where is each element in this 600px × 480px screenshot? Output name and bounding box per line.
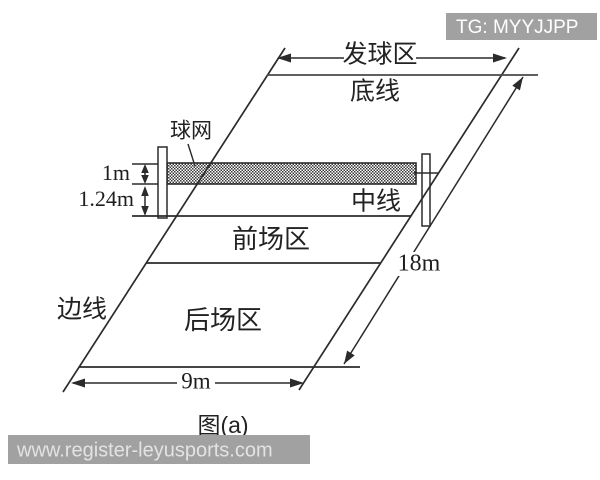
dim-court-length: 18m bbox=[398, 251, 441, 277]
label-sideline: 边线 bbox=[57, 296, 107, 324]
width-label-bg bbox=[177, 371, 215, 394]
label-service-zone: 发球区 bbox=[342, 41, 417, 69]
svg-text:TG: MYYJJPP: TG: MYYJJPP bbox=[456, 17, 578, 38]
left-net-post bbox=[157, 146, 168, 219]
dim-net-height: 1m bbox=[102, 160, 130, 185]
dim-net-clearance: 1.24m bbox=[78, 186, 134, 211]
label-baseline: 底线 bbox=[350, 78, 400, 106]
label-net: 球网 bbox=[170, 120, 212, 143]
length-dimension-arrow bbox=[343, 76, 524, 365]
watermark-telegram: TG: MYYJJPP bbox=[446, 13, 597, 40]
service-zone-label-bg bbox=[344, 42, 416, 69]
left-sideline-line bbox=[62, 47, 286, 393]
right-sideline-line bbox=[298, 47, 520, 391]
net-height-arrow bbox=[141, 164, 149, 184]
right-net-post bbox=[421, 153, 431, 227]
net-pointer-line bbox=[187, 143, 196, 167]
length-label-bg bbox=[396, 252, 443, 276]
dim-court-width: 9m bbox=[181, 368, 211, 393]
label-center-line: 中线 bbox=[351, 188, 401, 216]
watermark-url: www.register-leyusports.com bbox=[8, 435, 310, 464]
figure-caption: 图(a) bbox=[197, 412, 248, 438]
svg-text:www.register-leyusports.com: www.register-leyusports.com bbox=[16, 439, 273, 461]
net-clearance-arrow bbox=[141, 186, 149, 216]
label-back-zone: 后场区 bbox=[184, 305, 262, 335]
label-front-zone: 前场区 bbox=[232, 224, 310, 254]
